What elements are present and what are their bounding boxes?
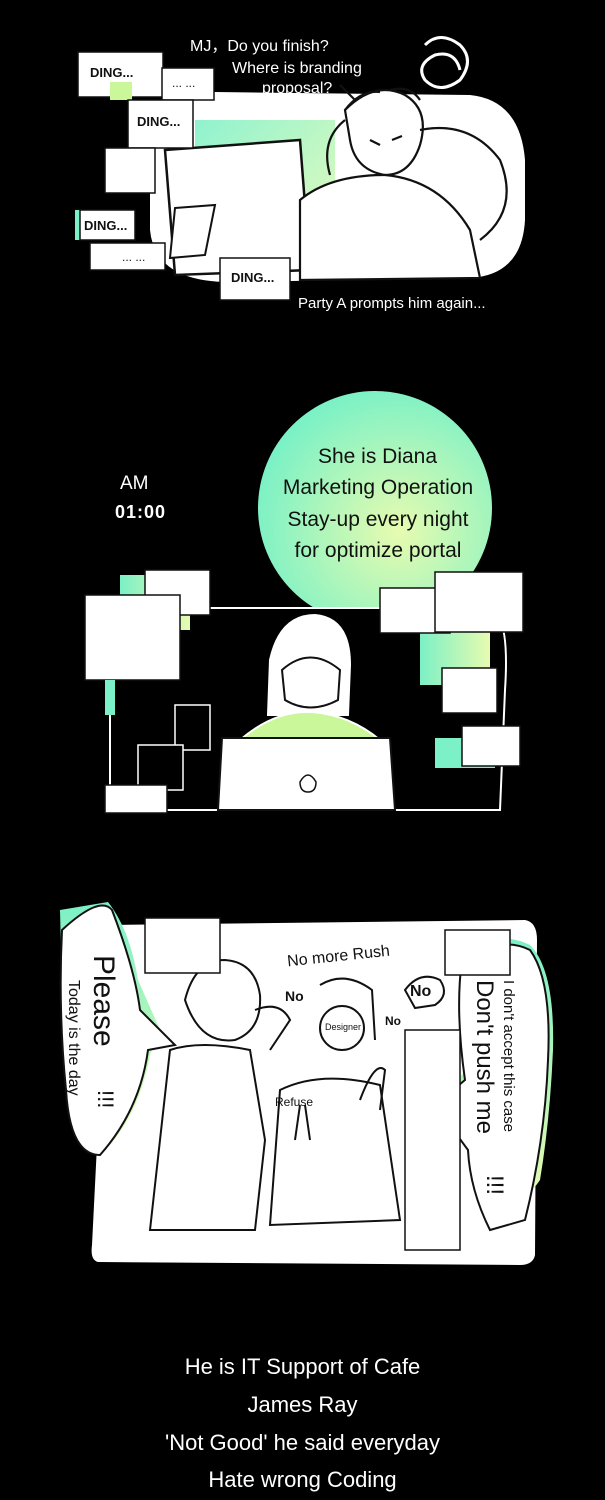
bubble-ding-4 [219, 257, 291, 301]
comic-panel-2: AM 01:00 She is Diana Marketing Operatio… [0, 390, 605, 830]
laptop [216, 737, 397, 811]
no-text-2: No [410, 983, 432, 1000]
bubble-right-3 [441, 667, 498, 714]
please-exclaim: !!! [93, 1090, 118, 1109]
bubble-ding-3 [79, 209, 136, 241]
ding-label-3: DING... [84, 218, 128, 233]
monitor-stand [168, 203, 217, 260]
intro-line-4: for optimize portal [294, 539, 462, 562]
bubble-dots-2 [89, 242, 166, 271]
designer-man [268, 977, 402, 1227]
refuse-label: Refuse [275, 1095, 314, 1109]
no-bubble [403, 975, 445, 1010]
panel-1-illustration [75, 36, 525, 301]
today-text: Today is the day [65, 980, 82, 1096]
question-text: MJ，Do you finish? [190, 38, 329, 55]
bubble-ding-2 [127, 99, 194, 149]
wall-box-2 [444, 929, 511, 976]
bubble-left-2 [84, 594, 181, 681]
intro-line-1: She is Diana [317, 445, 438, 468]
ding-label-4: DING... [231, 270, 275, 285]
intro4-line-4: Hate wrong Coding [208, 1467, 397, 1492]
ding-label-2: DING... [137, 114, 181, 129]
dots-label-1: ... ... [172, 76, 196, 90]
ding-label-1: DING... [90, 65, 134, 80]
wall-box-1 [144, 917, 221, 974]
panel-1-caption: Party A prompts him again... [298, 295, 486, 312]
intro-line-3: Stay-up every night [287, 508, 469, 531]
comic-panel-3: Please !!! Today is the day No more Rush… [0, 890, 605, 1280]
dont-accept-text: I don't accept this case [500, 980, 517, 1133]
bubble-blank [104, 147, 156, 194]
push-exclaim: !!! [481, 1175, 508, 1196]
scribble-icon [420, 36, 469, 89]
please-bubble [59, 904, 178, 1157]
where-text-line1: Where is branding [232, 60, 362, 77]
designer-label: Designer [325, 1022, 362, 1032]
door [404, 1029, 461, 1251]
no-text-1: No [285, 988, 304, 1004]
comic-panel-1: MJ，Do you finish? Where is branding prop… [0, 0, 605, 330]
intro4-line-2: James Ray [247, 1392, 358, 1417]
panel-3-illustration [59, 902, 554, 1265]
please-text: Please [87, 955, 120, 1047]
bubble-left-3 [104, 784, 168, 814]
stressed-man [298, 84, 508, 282]
time-label: 01:00 [115, 502, 167, 522]
intro4-line-1: He is IT Support of Cafe [184, 1354, 421, 1379]
push-bubble [433, 943, 550, 1232]
dots-label-2: ... ... [122, 250, 146, 264]
am-label: AM [120, 473, 149, 494]
bubble-right-4 [461, 725, 521, 767]
bubble-right-2 [434, 571, 524, 633]
cat-logo-icon [299, 774, 317, 793]
intro4-line-3: 'Not Good' he said everyday [165, 1430, 440, 1455]
where-text-line2: proposal? [262, 80, 333, 97]
intro-block-4: He is IT Support of Cafe James Ray 'Not … [0, 1350, 605, 1500]
no-text-3: No [385, 1014, 401, 1028]
dont-push-text: Don't push me [471, 980, 498, 1134]
intro-circle [258, 391, 492, 625]
intro-line-2: Marketing Operation [282, 476, 474, 499]
panel-2-illustration [84, 391, 524, 814]
